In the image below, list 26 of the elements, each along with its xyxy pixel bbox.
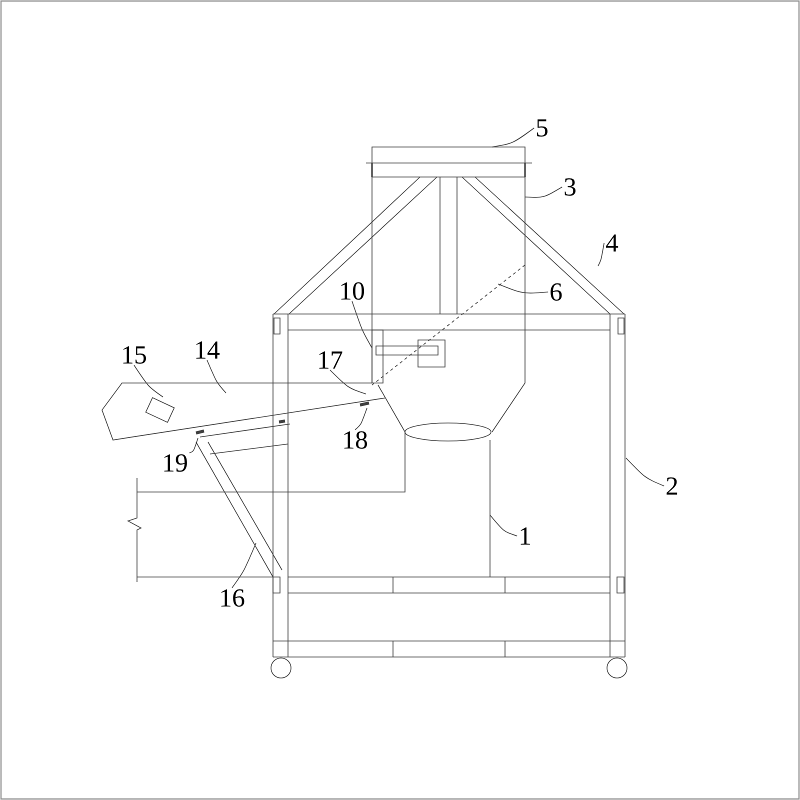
callout-number: 6 [550, 283, 562, 301]
leader-line [189, 438, 198, 454]
leader-line [498, 284, 548, 294]
callout-number: 15 [123, 346, 146, 364]
leader-line [354, 408, 368, 430]
leader-line [352, 300, 372, 348]
callout-number: 17 [319, 351, 342, 369]
callout-number: 3 [564, 178, 576, 196]
callout-number: 4 [606, 234, 618, 252]
leader-line [330, 370, 366, 394]
callout-number: 18 [344, 431, 368, 449]
callout-number: 16 [221, 589, 244, 607]
leader-line [206, 360, 226, 394]
leader-line [134, 364, 164, 398]
callout-number: 10 [341, 282, 364, 300]
leader-line [492, 128, 534, 148]
callout-number: 5 [537, 119, 548, 137]
leader-line [524, 186, 562, 198]
leader-line [490, 514, 518, 536]
callout-number: 2 [666, 477, 678, 495]
callout-number: 14 [196, 341, 220, 359]
callout-number: 1 [520, 527, 530, 545]
callout-number: 19 [164, 454, 187, 472]
leader-line [626, 458, 664, 486]
leader-line [598, 242, 604, 266]
leader-line [232, 542, 256, 588]
